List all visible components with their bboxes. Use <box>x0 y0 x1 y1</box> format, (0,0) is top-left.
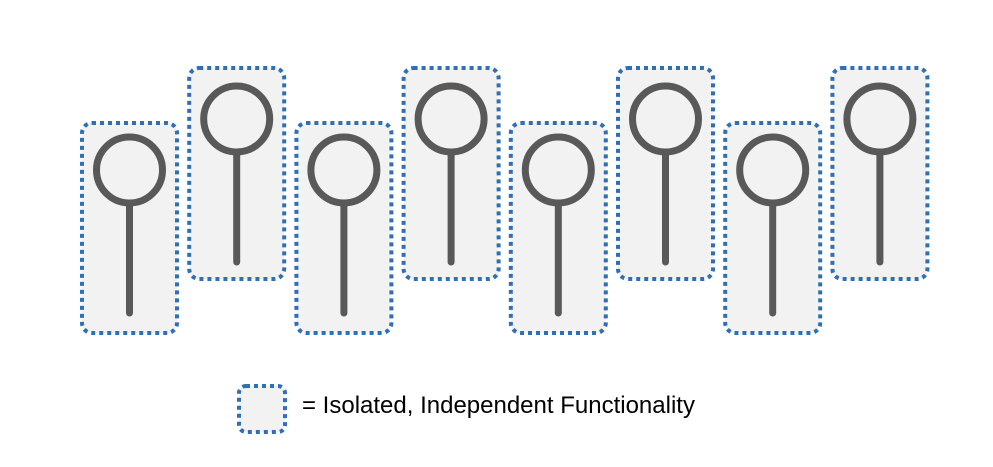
legend-label: = Isolated, Independent Functionality <box>302 392 695 419</box>
module-6 <box>616 66 715 281</box>
pin-head <box>200 82 274 156</box>
module-8 <box>830 66 930 281</box>
module-5 <box>508 121 608 335</box>
legend-swatch-icon <box>237 384 287 434</box>
pin-icon <box>93 133 166 317</box>
module-3 <box>294 121 394 335</box>
pin-head <box>93 133 166 207</box>
modules-group <box>80 66 930 335</box>
pin-icon <box>629 82 702 266</box>
pin-icon <box>200 82 274 266</box>
pin-head <box>736 133 810 207</box>
module-7 <box>723 121 823 335</box>
pin-head <box>843 82 917 156</box>
module-1 <box>80 121 179 335</box>
pin-head <box>521 133 595 207</box>
pin-icon <box>521 133 595 317</box>
pin-icon <box>843 82 917 266</box>
module-4 <box>401 66 501 281</box>
module-2 <box>187 66 287 281</box>
pin-icon <box>307 133 381 317</box>
pin-icon <box>736 133 810 317</box>
pin-head <box>629 82 702 156</box>
pin-head <box>307 133 381 207</box>
pin-icon <box>414 82 488 266</box>
pin-head <box>414 82 488 156</box>
